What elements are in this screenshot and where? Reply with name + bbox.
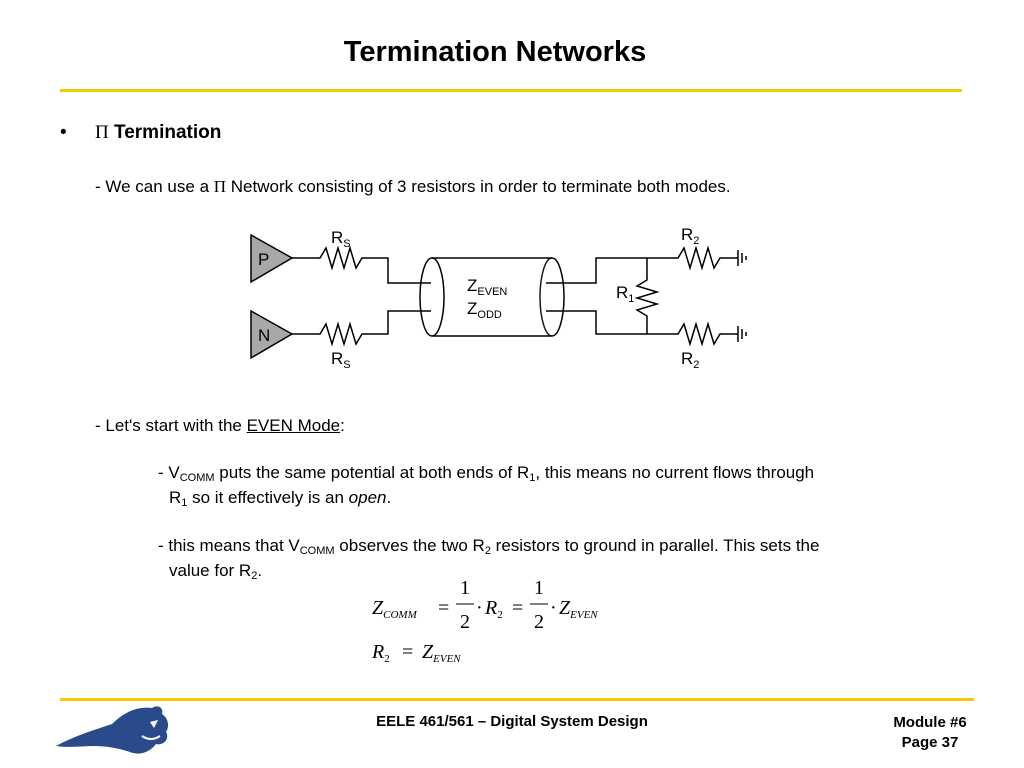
r1-label: R1 [616, 283, 634, 305]
r2-top-label: R2 [681, 225, 699, 247]
bobcat-logo-icon [56, 706, 169, 754]
section-heading: Π Termination [95, 122, 221, 144]
footer-module: Module #6 [893, 714, 967, 731]
driver-p [250, 233, 294, 284]
footer-divider [60, 698, 974, 701]
even-mode-link: EVEN Mode [246, 416, 341, 435]
title-divider [60, 89, 962, 92]
pi-termination-diagram: P N RS RS ZEVEN ZODD R1 R2 R2 [250, 225, 747, 371]
eq1-rhs: ZEVEN [559, 597, 598, 621]
resistor-rs-bottom [292, 310, 431, 347]
tline-body [432, 257, 552, 337]
parallel-line: - this means that VCOMM observes the two… [158, 536, 820, 557]
eq2-lhs: R2 [371, 641, 390, 665]
intro-line: - We can use a Π Network consisting of 3… [95, 177, 731, 196]
footer-page-info: Module #6 Page 37 [890, 713, 970, 753]
driver-n-label: N [258, 326, 270, 345]
svg-text:1: 1 [534, 577, 544, 599]
pi-symbol: Π [95, 122, 109, 143]
driver-n [250, 309, 294, 360]
pi-symbol-inline: Π [213, 177, 227, 196]
eq1-lhs: ZCOMM [372, 597, 418, 621]
rs-top-label: RS [331, 228, 351, 250]
rs-bottom-label: RS [331, 349, 351, 371]
vcomm-line: - VCOMM puts the same potential at both … [158, 463, 815, 484]
resistor-r1 [634, 258, 660, 334]
resistor-r2-bottom [546, 310, 738, 347]
z-odd-label: ZODD [467, 299, 502, 321]
z-even-label: ZEVEN [467, 276, 507, 298]
equation-block: ZCOMM = 1 2 · R2 = 1 2 · ZEVEN R2 = ZEVE… [371, 577, 598, 665]
svg-text:·: · [550, 597, 557, 619]
svg-text:=: = [512, 597, 523, 619]
svg-text:1: 1 [460, 577, 470, 599]
vcomm-line-cont: R1 so it effectively is an open. [169, 488, 392, 509]
tline-right-end [551, 257, 565, 337]
footer-course: EELE 461/561 – Digital System Design [376, 713, 648, 730]
svg-text:2: 2 [460, 611, 470, 633]
section-heading-text: Termination [114, 122, 222, 143]
r2-bottom-label: R2 [681, 349, 699, 371]
svg-text:=: = [402, 641, 413, 663]
slide-title: Termination Networks [343, 36, 647, 68]
parallel-line-cont: value for R2. [169, 561, 263, 582]
bullet-marker: • [60, 122, 67, 143]
footer-page: Page 37 [901, 734, 959, 751]
eq2-rhs: ZEVEN [422, 641, 461, 665]
resistor-r2-top [546, 245, 738, 284]
tline-left-end [419, 257, 445, 337]
even-mode-line: - Let's start with the EVEN Mode: [95, 416, 345, 435]
svg-text:=: = [438, 597, 449, 619]
resistor-rs-top [292, 245, 431, 284]
svg-text:2: 2 [534, 611, 544, 633]
eq1-r2: R2 [484, 597, 503, 621]
svg-text:·: · [476, 597, 483, 619]
driver-p-label: P [258, 250, 269, 269]
